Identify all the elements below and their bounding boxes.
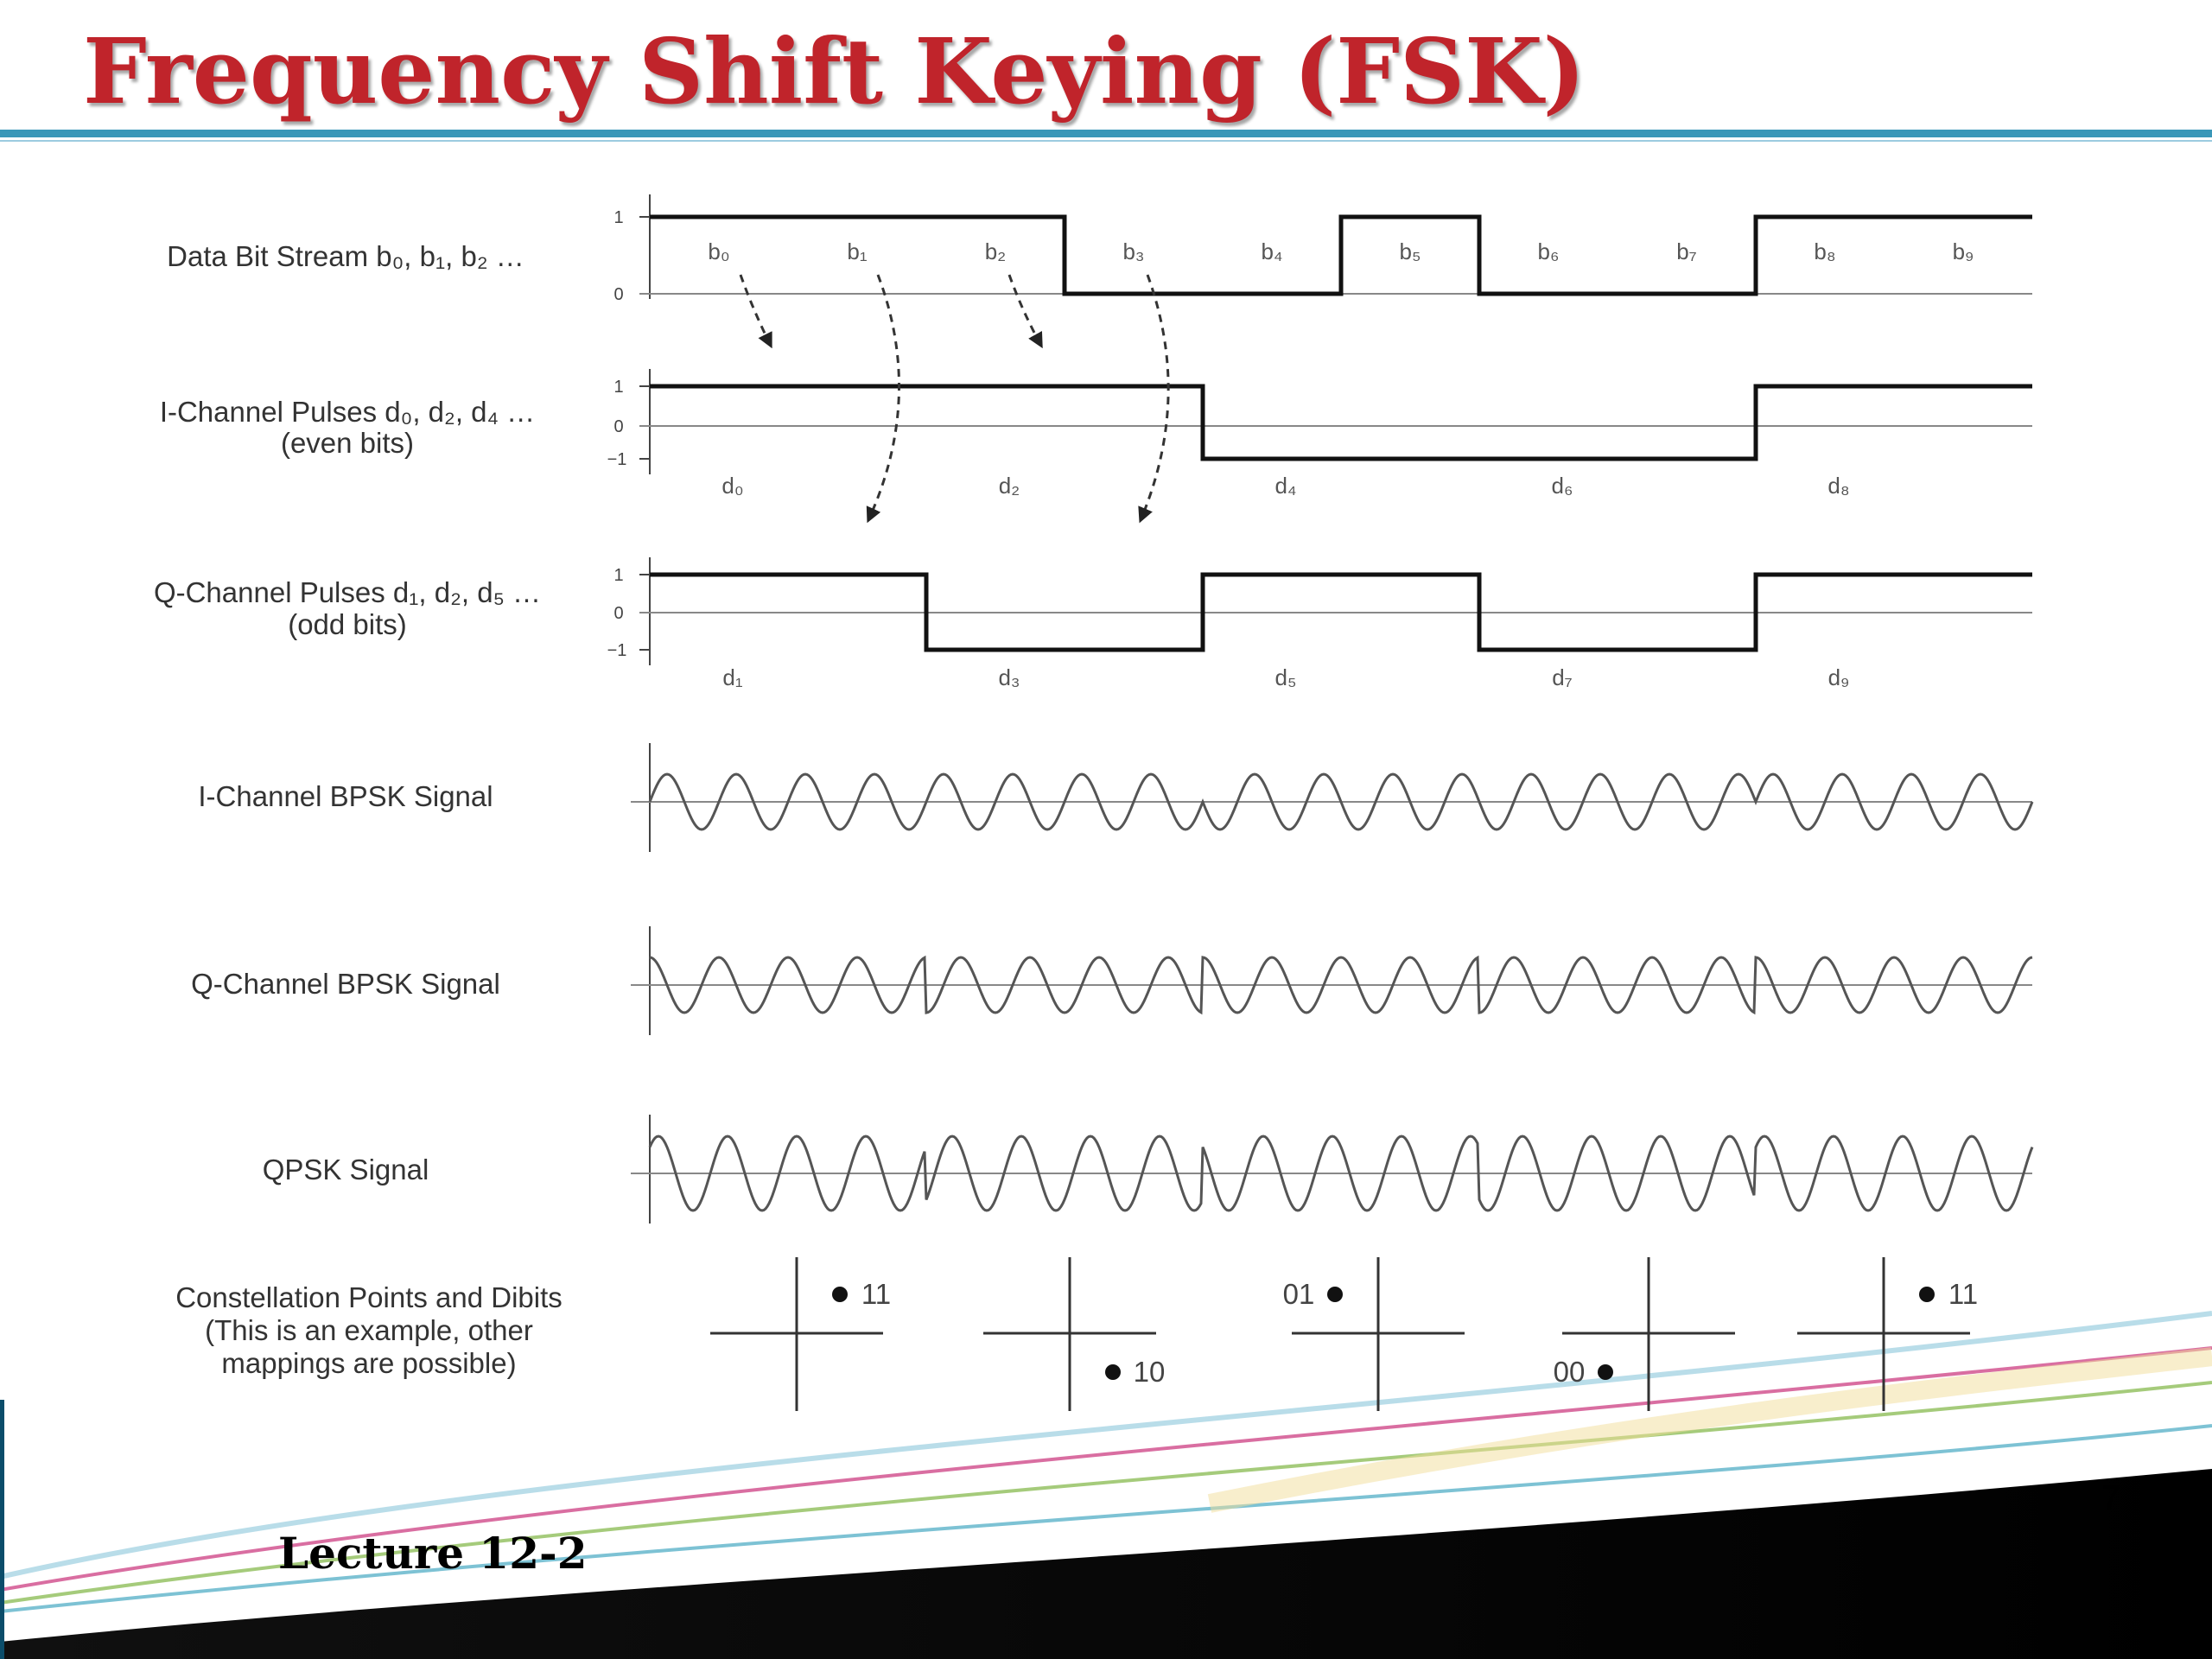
row-label-const: Constellation Points and Dibits (175, 1281, 563, 1313)
constellation-0-dibit: 11 (861, 1278, 891, 1310)
bit-label-4: b₄ (1261, 238, 1282, 264)
row-label-ich: I-Channel Pulses d₀, d₂, d₄ … (160, 396, 535, 428)
q-channel-pulse-label-1: d₃ (998, 664, 1020, 690)
arrow-b1-to-q (866, 274, 900, 524)
row-label-ibpsk: I-Channel BPSK Signal (198, 780, 493, 812)
i-channel-pulse-label-4: d₈ (1827, 473, 1849, 499)
q-channel-tick-label-m1: −1 (607, 641, 627, 660)
title-rule (0, 130, 2212, 137)
row-label-ich-2: (even bits) (281, 427, 414, 459)
q-channel-pulse-label-4: d₉ (1828, 664, 1850, 690)
constellation-1: 10 (983, 1257, 1165, 1411)
constellation-4: 11 (1797, 1257, 1978, 1411)
title-rule-thin (0, 140, 2212, 142)
i-channel-tick-label-m1: −1 (607, 450, 627, 469)
bit-label-1: b₁ (847, 238, 867, 264)
i-bpsk-waveform (648, 772, 2034, 831)
bit-label-0: b₀ (708, 238, 729, 264)
constellation-2: 01 (1283, 1257, 1465, 1411)
constellation-4-point (1919, 1287, 1935, 1302)
i-channel-tick-label-1: 1 (613, 378, 623, 397)
arrow-b3-to-q (1138, 274, 1170, 524)
data-tick-label-0: 0 (613, 285, 623, 304)
constellation-3: 00 (1554, 1257, 1735, 1411)
bit-label-2: b₂ (985, 238, 1007, 264)
i-channel-pulse-label-0: d₀ (721, 473, 743, 499)
qpsk-waveform (648, 1135, 2034, 1212)
row-label-qpsk: QPSK Signal (263, 1154, 429, 1185)
q-channel-pulse-label-2: d₅ (1275, 664, 1297, 690)
data-tick-label-1: 1 (613, 208, 623, 227)
footer-swoosh-decoration (0, 1311, 2212, 1659)
q-channel-pulse-waveform (650, 572, 2032, 652)
row-label-data: Data Bit Stream b₀, b₁, b₂ … (167, 240, 524, 272)
arrow-b0-to-i (739, 274, 772, 349)
row-label-qbpsk: Q-Channel BPSK Signal (191, 968, 500, 1000)
constellation-4-dibit: 11 (1948, 1278, 1978, 1310)
footer-lecture-label: Lecture 12-2 (278, 1528, 588, 1579)
arrow-b2-to-i (1007, 274, 1043, 349)
bit-label-6: b₆ (1538, 238, 1560, 264)
constellation-2-point (1327, 1287, 1343, 1302)
i-channel-pulse-label-3: d₆ (1552, 473, 1573, 499)
page-number: 7 (2101, 1479, 2121, 1517)
row-label-const-2: (This is an example, other (205, 1314, 533, 1346)
bit-label-5: b₅ (1400, 238, 1421, 264)
constellation-3-dibit: 00 (1554, 1356, 1586, 1388)
i-channel-pulse-label-2: d₄ (1274, 473, 1296, 499)
bit-label-3: b₃ (1122, 238, 1144, 264)
bit-label-7: b₇ (1676, 238, 1696, 264)
bit-label-8: b₈ (1814, 238, 1835, 264)
bit-split-arrows (739, 274, 1170, 524)
i-channel-tick-label-0: 0 (613, 417, 623, 436)
constellation-0: 11 (710, 1257, 891, 1411)
i-channel-pulse-waveform (650, 384, 2032, 461)
row-label-qch: Q-Channel Pulses d₁, d₂, d₅ … (154, 576, 541, 608)
constellation-2-dibit: 01 (1283, 1278, 1315, 1310)
constellation-0-point (832, 1287, 848, 1302)
q-channel-pulse-label-3: d₇ (1552, 664, 1572, 690)
slide-title: Frequency Shift Keying (FSK) (83, 18, 1586, 124)
q-channel-pulse-label-0: d₁ (722, 664, 742, 690)
data-bit-waveform (650, 214, 2032, 296)
q-channel-tick-label-1: 1 (613, 566, 623, 585)
row-label-qch-2: (odd bits) (288, 608, 407, 640)
row-label-const-3: mappings are possible) (221, 1347, 516, 1379)
q-bpsk-waveform (649, 955, 2033, 1015)
bit-label-9: b₉ (1953, 238, 1974, 264)
i-channel-pulse-label-1: d₂ (999, 473, 1020, 499)
constellation-1-point (1105, 1364, 1121, 1380)
constellation-3-point (1598, 1364, 1613, 1380)
q-channel-tick-label-0: 0 (613, 604, 623, 623)
constellation-1-dibit: 10 (1134, 1356, 1166, 1388)
